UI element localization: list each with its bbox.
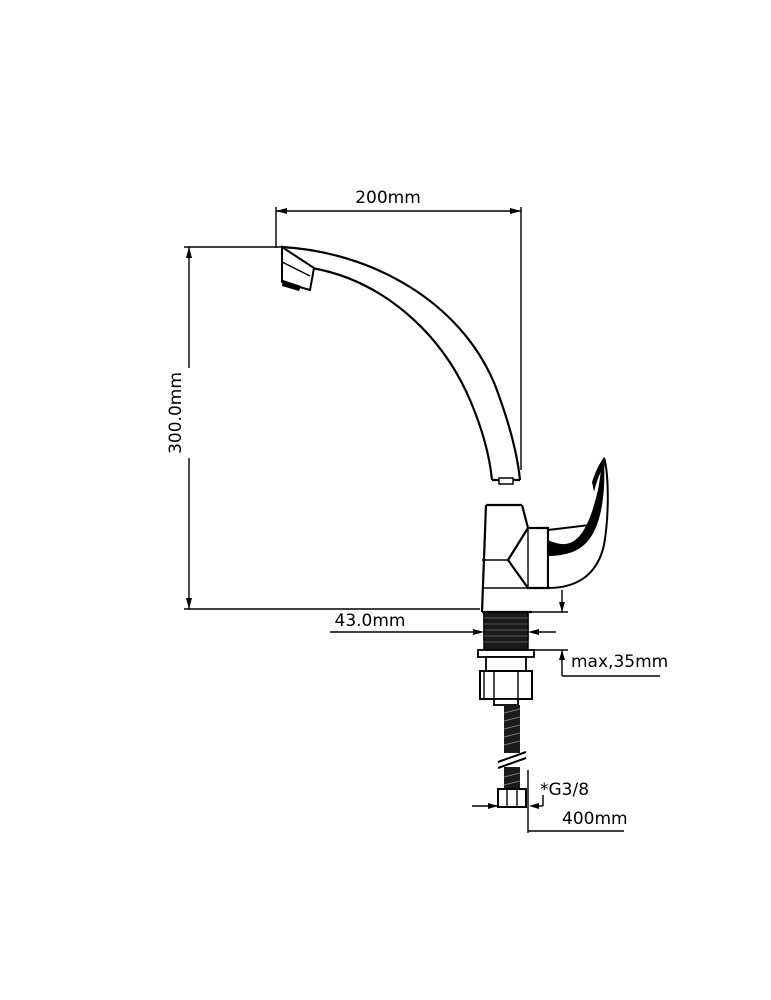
lever-handle[interactable] [547,457,609,590]
mounting-shank [477,611,535,706]
base-diameter-label: 43.0mm [335,611,406,631]
faucet-body [480,503,550,614]
dimension-height: 300.0mm [166,246,480,610]
max-thickness-label: max,35mm [571,652,668,672]
height-label: 300.0mm [166,372,186,454]
width-label: 200mm [355,188,421,208]
faucet-spout [281,245,522,485]
dimension-width: 200mm [275,188,522,470]
flex-hose [497,705,527,808]
thread-label: *G3/8 [540,780,589,800]
dimension-hose: *G3/8 400mm [472,770,628,833]
dimension-max-thickness: max,35mm [528,590,668,677]
hose-length-label: 400mm [562,809,628,829]
aerator [281,245,316,292]
dimension-base-diameter: 43.0mm [330,611,556,640]
